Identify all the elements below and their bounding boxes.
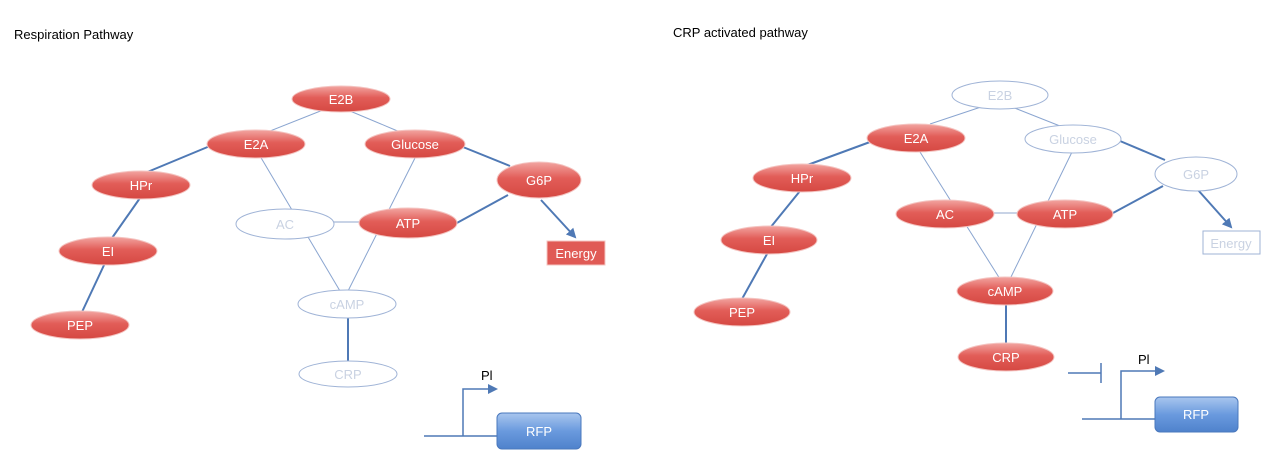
node-label: EI bbox=[102, 244, 114, 259]
left-promoter-arrow bbox=[462, 384, 498, 436]
node-label: EI bbox=[763, 233, 775, 248]
node-label: HPr bbox=[791, 171, 814, 186]
left-node-e2a[interactable]: E2A bbox=[206, 129, 306, 159]
left-node-e2b[interactable]: E2B bbox=[291, 85, 391, 113]
right-node-atp[interactable]: ATP bbox=[1016, 199, 1114, 229]
edge-ei-pep bbox=[741, 253, 768, 300]
edge-e2a-hpr bbox=[144, 145, 211, 174]
node-label: Glucose bbox=[391, 137, 439, 152]
edge-hpr-ei bbox=[769, 190, 801, 229]
left-node-g6p[interactable]: G6P bbox=[496, 161, 582, 199]
right-node-e2a[interactable]: E2A bbox=[866, 123, 966, 153]
left-node-energy[interactable]: Energy bbox=[546, 240, 606, 266]
node-label: ATP bbox=[396, 216, 420, 231]
left-node-ei[interactable]: EI bbox=[58, 236, 158, 266]
right-node-pep[interactable]: PEP bbox=[693, 297, 791, 327]
left-node-glucose[interactable]: Glucose bbox=[364, 129, 466, 159]
edge-e2b-glucose bbox=[1011, 106, 1061, 127]
right-node-e2b[interactable]: E2B bbox=[951, 80, 1049, 110]
right-rfp-box[interactable]: RFP bbox=[1154, 396, 1239, 433]
node-label: G6P bbox=[1183, 167, 1209, 182]
node-label: Energy bbox=[555, 246, 597, 261]
right-promoter-label: Pl bbox=[1138, 352, 1150, 367]
right-promoter-arrow bbox=[1120, 366, 1165, 419]
node-label: E2A bbox=[244, 137, 269, 152]
edge-g6p-energy bbox=[1197, 189, 1233, 229]
node-label: cAMP bbox=[988, 284, 1023, 299]
node-label: E2A bbox=[904, 131, 929, 146]
left-node-hpr[interactable]: HPr bbox=[91, 170, 191, 200]
edge-e2a-hpr bbox=[801, 141, 871, 168]
left-node-camp[interactable]: cAMP bbox=[297, 289, 397, 319]
node-label: HPr bbox=[130, 178, 153, 193]
left-promoter-label: Pl bbox=[481, 368, 493, 383]
right-node-glucose[interactable]: Glucose bbox=[1024, 124, 1122, 154]
edge-hpr-ei bbox=[111, 197, 141, 239]
right-node-crp[interactable]: CRP bbox=[957, 342, 1055, 372]
edge-glucose-g6p bbox=[1119, 140, 1166, 161]
right-panel-title: CRP activated pathway bbox=[673, 25, 808, 40]
left-panel-title: Respiration Pathway bbox=[14, 27, 134, 42]
right-node-camp[interactable]: cAMP bbox=[956, 276, 1054, 306]
node-label: E2B bbox=[329, 92, 354, 107]
left-node-crp[interactable]: CRP bbox=[298, 360, 398, 388]
left-node-atp[interactable]: ATP bbox=[358, 207, 458, 239]
left-edges bbox=[81, 107, 577, 437]
node-label: G6P bbox=[526, 173, 552, 188]
right-diagram: E2B Glucose G6P Energy E2A HPr AC bbox=[693, 80, 1261, 433]
right-node-g6p[interactable]: G6P bbox=[1154, 156, 1238, 192]
node-label: CRP bbox=[334, 367, 361, 382]
node-label: CRP bbox=[992, 350, 1019, 365]
edge-ei-pep bbox=[81, 262, 106, 313]
edge-atp-g6p bbox=[454, 194, 509, 225]
edge-e2a-e2b bbox=[264, 107, 329, 134]
node-label: RFP bbox=[526, 424, 552, 439]
edge-g6p-energy bbox=[540, 199, 577, 239]
right-node-ac[interactable]: AC bbox=[895, 199, 995, 229]
node-label: Energy bbox=[1210, 236, 1252, 251]
node-label: Glucose bbox=[1049, 132, 1097, 147]
right-node-hpr[interactable]: HPr bbox=[752, 163, 852, 193]
edge-e2b-glucose bbox=[349, 110, 401, 133]
left-rfp-box[interactable]: RFP bbox=[496, 412, 582, 450]
edge-atp-g6p bbox=[1112, 185, 1164, 214]
left-node-pep[interactable]: PEP bbox=[30, 310, 130, 340]
node-label: cAMP bbox=[330, 297, 365, 312]
left-node-ac[interactable]: AC bbox=[235, 208, 335, 240]
node-label: AC bbox=[276, 217, 294, 232]
right-node-ei[interactable]: EI bbox=[720, 225, 818, 255]
node-label: ATP bbox=[1053, 207, 1077, 222]
node-label: RFP bbox=[1183, 407, 1209, 422]
node-label: PEP bbox=[729, 305, 755, 320]
right-edges bbox=[741, 103, 1233, 420]
node-label: PEP bbox=[67, 318, 93, 333]
node-label: AC bbox=[936, 207, 954, 222]
right-node-energy[interactable]: Energy bbox=[1202, 230, 1261, 255]
left-diagram: E2B E2A Glucose HPr G6P EI ATP PEP bbox=[30, 85, 606, 450]
node-label: E2B bbox=[988, 88, 1013, 103]
edge-glucose-g6p bbox=[462, 146, 511, 167]
